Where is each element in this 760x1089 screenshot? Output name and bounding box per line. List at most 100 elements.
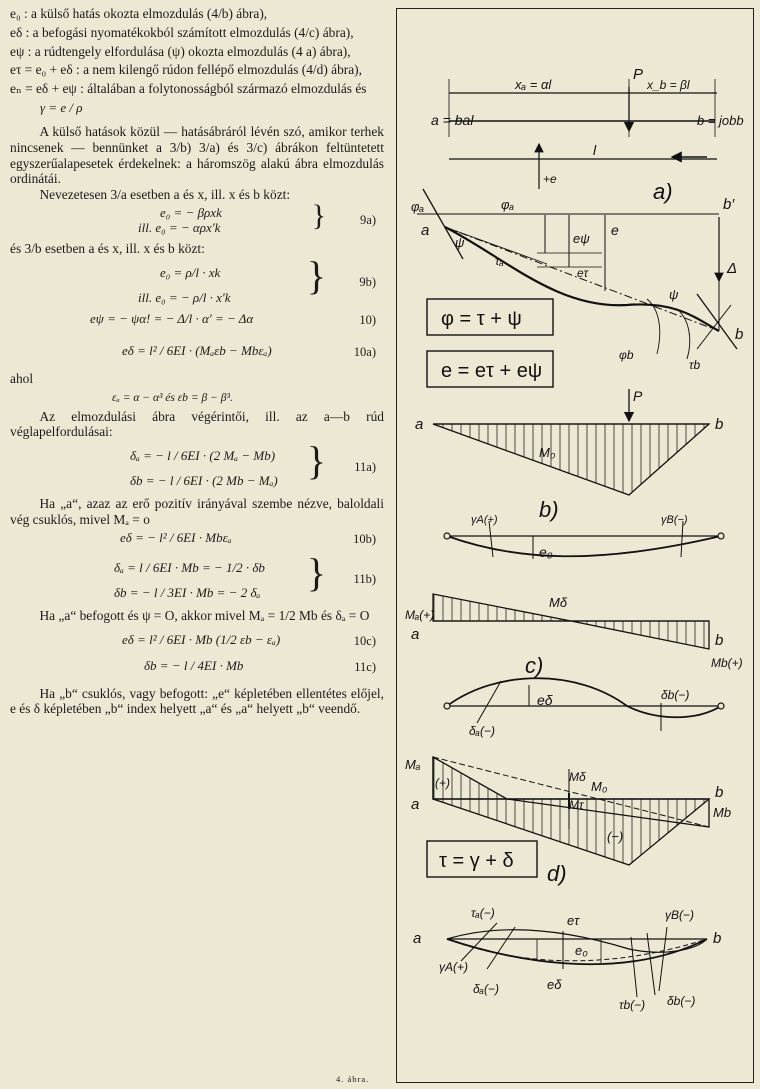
label-xb: x_b = βl <box>646 78 690 92</box>
label-gamma-a: γA(+) <box>471 514 498 526</box>
paragraph-case-3b: és 3/b esetben a és x, ill. x és b közt: <box>10 240 205 256</box>
definition-e0: e₀ : a külső hatás okozta elmozdulás (4/… <box>10 6 268 21</box>
label-a-c: a <box>411 626 419 643</box>
equation-9a: e₀ = − βρxk ill. e₀ = − αρx′k } 9a) <box>138 198 376 235</box>
box-phi-equation <box>426 298 554 336</box>
label-e-delta-2: eδ <box>547 977 562 992</box>
label-b-b: b <box>715 416 723 433</box>
text-column: e₀ : a külső hatás okozta elmozdulás (4/… <box>10 6 384 717</box>
label-plus: (+) <box>435 776 450 790</box>
equation-9b: e₀ = ρ/l · xk ill. e₀ = − ρ/l · x′k } 9b… <box>138 252 376 305</box>
label-Mtau: Mτ <box>569 798 585 812</box>
equation-11b: δₐ = l / 6EI · Mb = − 1/2 · δb δb = − l … <box>114 549 376 600</box>
box-tau-text: τ = γ + δ <box>439 850 514 872</box>
label-a-a: a <box>421 222 429 239</box>
label-fig-b: b) <box>539 497 559 522</box>
paragraph-hinged-b: Ha „b“ csuklós, vagy befogott: „e“ képle… <box>10 685 384 717</box>
label-minus: (−) <box>607 829 623 844</box>
label-fig-d: d) <box>547 861 567 886</box>
label-tau-b-2: τb(−) <box>619 998 645 1012</box>
label-gamma-b: γB(−) <box>661 514 688 526</box>
label-P-b: P <box>633 388 643 404</box>
definition-epsi: eψ : a rúdtengely elfordulása (ψ) okozta… <box>10 43 351 59</box>
label-e0-2: e₀ <box>575 943 588 958</box>
label-Mb-plus: Mb(+) <box>711 656 743 670</box>
label-edelta: eδ <box>537 692 553 708</box>
paragraph-hinged-a: Ha „a“, azaz az erő pozitív irányával sz… <box>10 496 384 527</box>
label-Mdelta-2: Mδ <box>569 770 586 784</box>
panel-d-moment <box>432 755 711 866</box>
label-gamma-a-2: γA(+) <box>439 960 468 974</box>
box-e-equation <box>426 350 554 388</box>
label-Ma: Mₐ <box>405 757 421 772</box>
label-delta: Δ <box>726 260 737 277</box>
label-delta-a: δₐ(−) <box>469 724 495 738</box>
panel-b-deflection <box>443 520 725 559</box>
label-psi: ψ <box>455 235 465 250</box>
box-phi-text: φ = τ + ψ <box>441 308 522 330</box>
panel-c-deflection <box>443 677 725 731</box>
label-plus-e: +e <box>543 172 557 186</box>
label-Mdelta: Mδ <box>549 595 568 610</box>
label-e-psi: eψ <box>573 231 590 246</box>
label-Ma-plus: Mₐ(+) <box>405 608 434 622</box>
label-b-d2: b <box>713 930 721 947</box>
label-e: e <box>611 222 619 238</box>
panel-d-deflection <box>446 922 708 998</box>
label-M0-2: M₀ <box>591 779 608 794</box>
label-a-d: a <box>411 796 419 813</box>
panel-a-deflection <box>417 188 738 360</box>
label-a-b: a <box>415 416 423 433</box>
paragraph-fixed-a: Ha „a“ befogott és ψ = O, akkor mivel Mₐ… <box>39 607 370 623</box>
equation-11c: δb = − l / 4EI · Mb 11c) <box>144 657 376 674</box>
label-M0: M₀ <box>539 445 556 460</box>
definition-edelta: eδ : a befogási nyomatékokból számított … <box>10 24 354 40</box>
word-ahol: ahol <box>10 370 34 386</box>
definition-en: eₙ = eδ + eψ : általában a folytonosságb… <box>10 81 367 97</box>
label-phi-b: φb <box>619 348 634 362</box>
box-e-text: e = eτ + eψ <box>441 360 542 382</box>
label-delta-b-2: δb(−) <box>667 994 695 1008</box>
label-xa: xₐ = αl <box>514 77 552 92</box>
label-delta-a-2: δₐ(−) <box>473 982 499 996</box>
label-l: l <box>593 142 597 158</box>
label-e-tau: eτ <box>577 266 590 280</box>
panel-a-geometry <box>448 79 717 189</box>
label-b-jobb: b = jobb <box>697 113 744 128</box>
label-b-a: b <box>735 326 743 343</box>
equation-10: eψ = − ψα! = − Δ/l · α′ = − Δα 10) <box>90 310 376 327</box>
label-b-d: b <box>715 784 723 801</box>
label-a-bal: a = bal <box>431 112 474 128</box>
equation-10b: eδ = − l² / 6EI · Mbεₐ 10b) <box>120 529 376 546</box>
epsilon-definition: εₐ = α − α³ és εb = β − β³. <box>112 391 233 404</box>
paragraph-external-effects: A külső hatások közül — hatásábráról lév… <box>10 123 384 187</box>
paragraph-end-tangents: Az elmozdulási ábra végérintői, ill. az … <box>10 408 384 440</box>
box-tau-equation <box>426 840 538 878</box>
label-a-d2: a <box>413 930 421 947</box>
label-tau-a: τₐ <box>495 254 504 268</box>
label-psi-2: ψ <box>669 287 679 302</box>
gamma-definition: γ = e / ρ <box>40 99 83 115</box>
figure-caption: 4. ábra. <box>336 1074 370 1084</box>
label-Mb: Mb <box>713 805 731 820</box>
figure-4-panel: xₐ = αl P x_b = βl a = bal b = jobb l +e… <box>396 8 754 1083</box>
equation-11a: δₐ = − l / 6EI · (2 Mₐ − Mb) δb = − l / … <box>130 438 376 489</box>
label-tau-b: τb <box>689 358 700 372</box>
label-e-tau-2: eτ <box>567 913 580 928</box>
label-fig-c: c) <box>525 653 543 678</box>
label-P: P <box>633 66 643 83</box>
equation-10c: eδ = l² / 6EI · Mb (1/2 εb − εₐ) 10c) <box>122 631 376 648</box>
panel-c-moment <box>432 593 710 650</box>
label-tau-a-2: τₐ(−) <box>471 906 495 920</box>
label-b-prime: b′ <box>723 196 735 213</box>
definition-etau: eτ = e₀ + eδ : a nem kilengő rúdon fellé… <box>10 62 362 78</box>
label-gamma-b-2: γB(−) <box>665 908 694 922</box>
paragraph-case-3a: Nevezetesen 3/a esetben a és x, ill. x é… <box>39 187 291 203</box>
figure-4-drawing: xₐ = αl P x_b = βl a = bal b = jobb l +e… <box>405 66 744 1012</box>
label-b-c: b <box>715 632 723 649</box>
label-phi-a: φₐ <box>411 199 424 214</box>
equation-10a: eδ = l² / 6EI · (Mₐεb − Mbεₐ) 10a) <box>122 342 376 359</box>
label-phi-a-2: φₐ <box>501 197 514 212</box>
label-e0: e₀ <box>539 544 553 560</box>
panel-b-moment <box>432 389 711 496</box>
